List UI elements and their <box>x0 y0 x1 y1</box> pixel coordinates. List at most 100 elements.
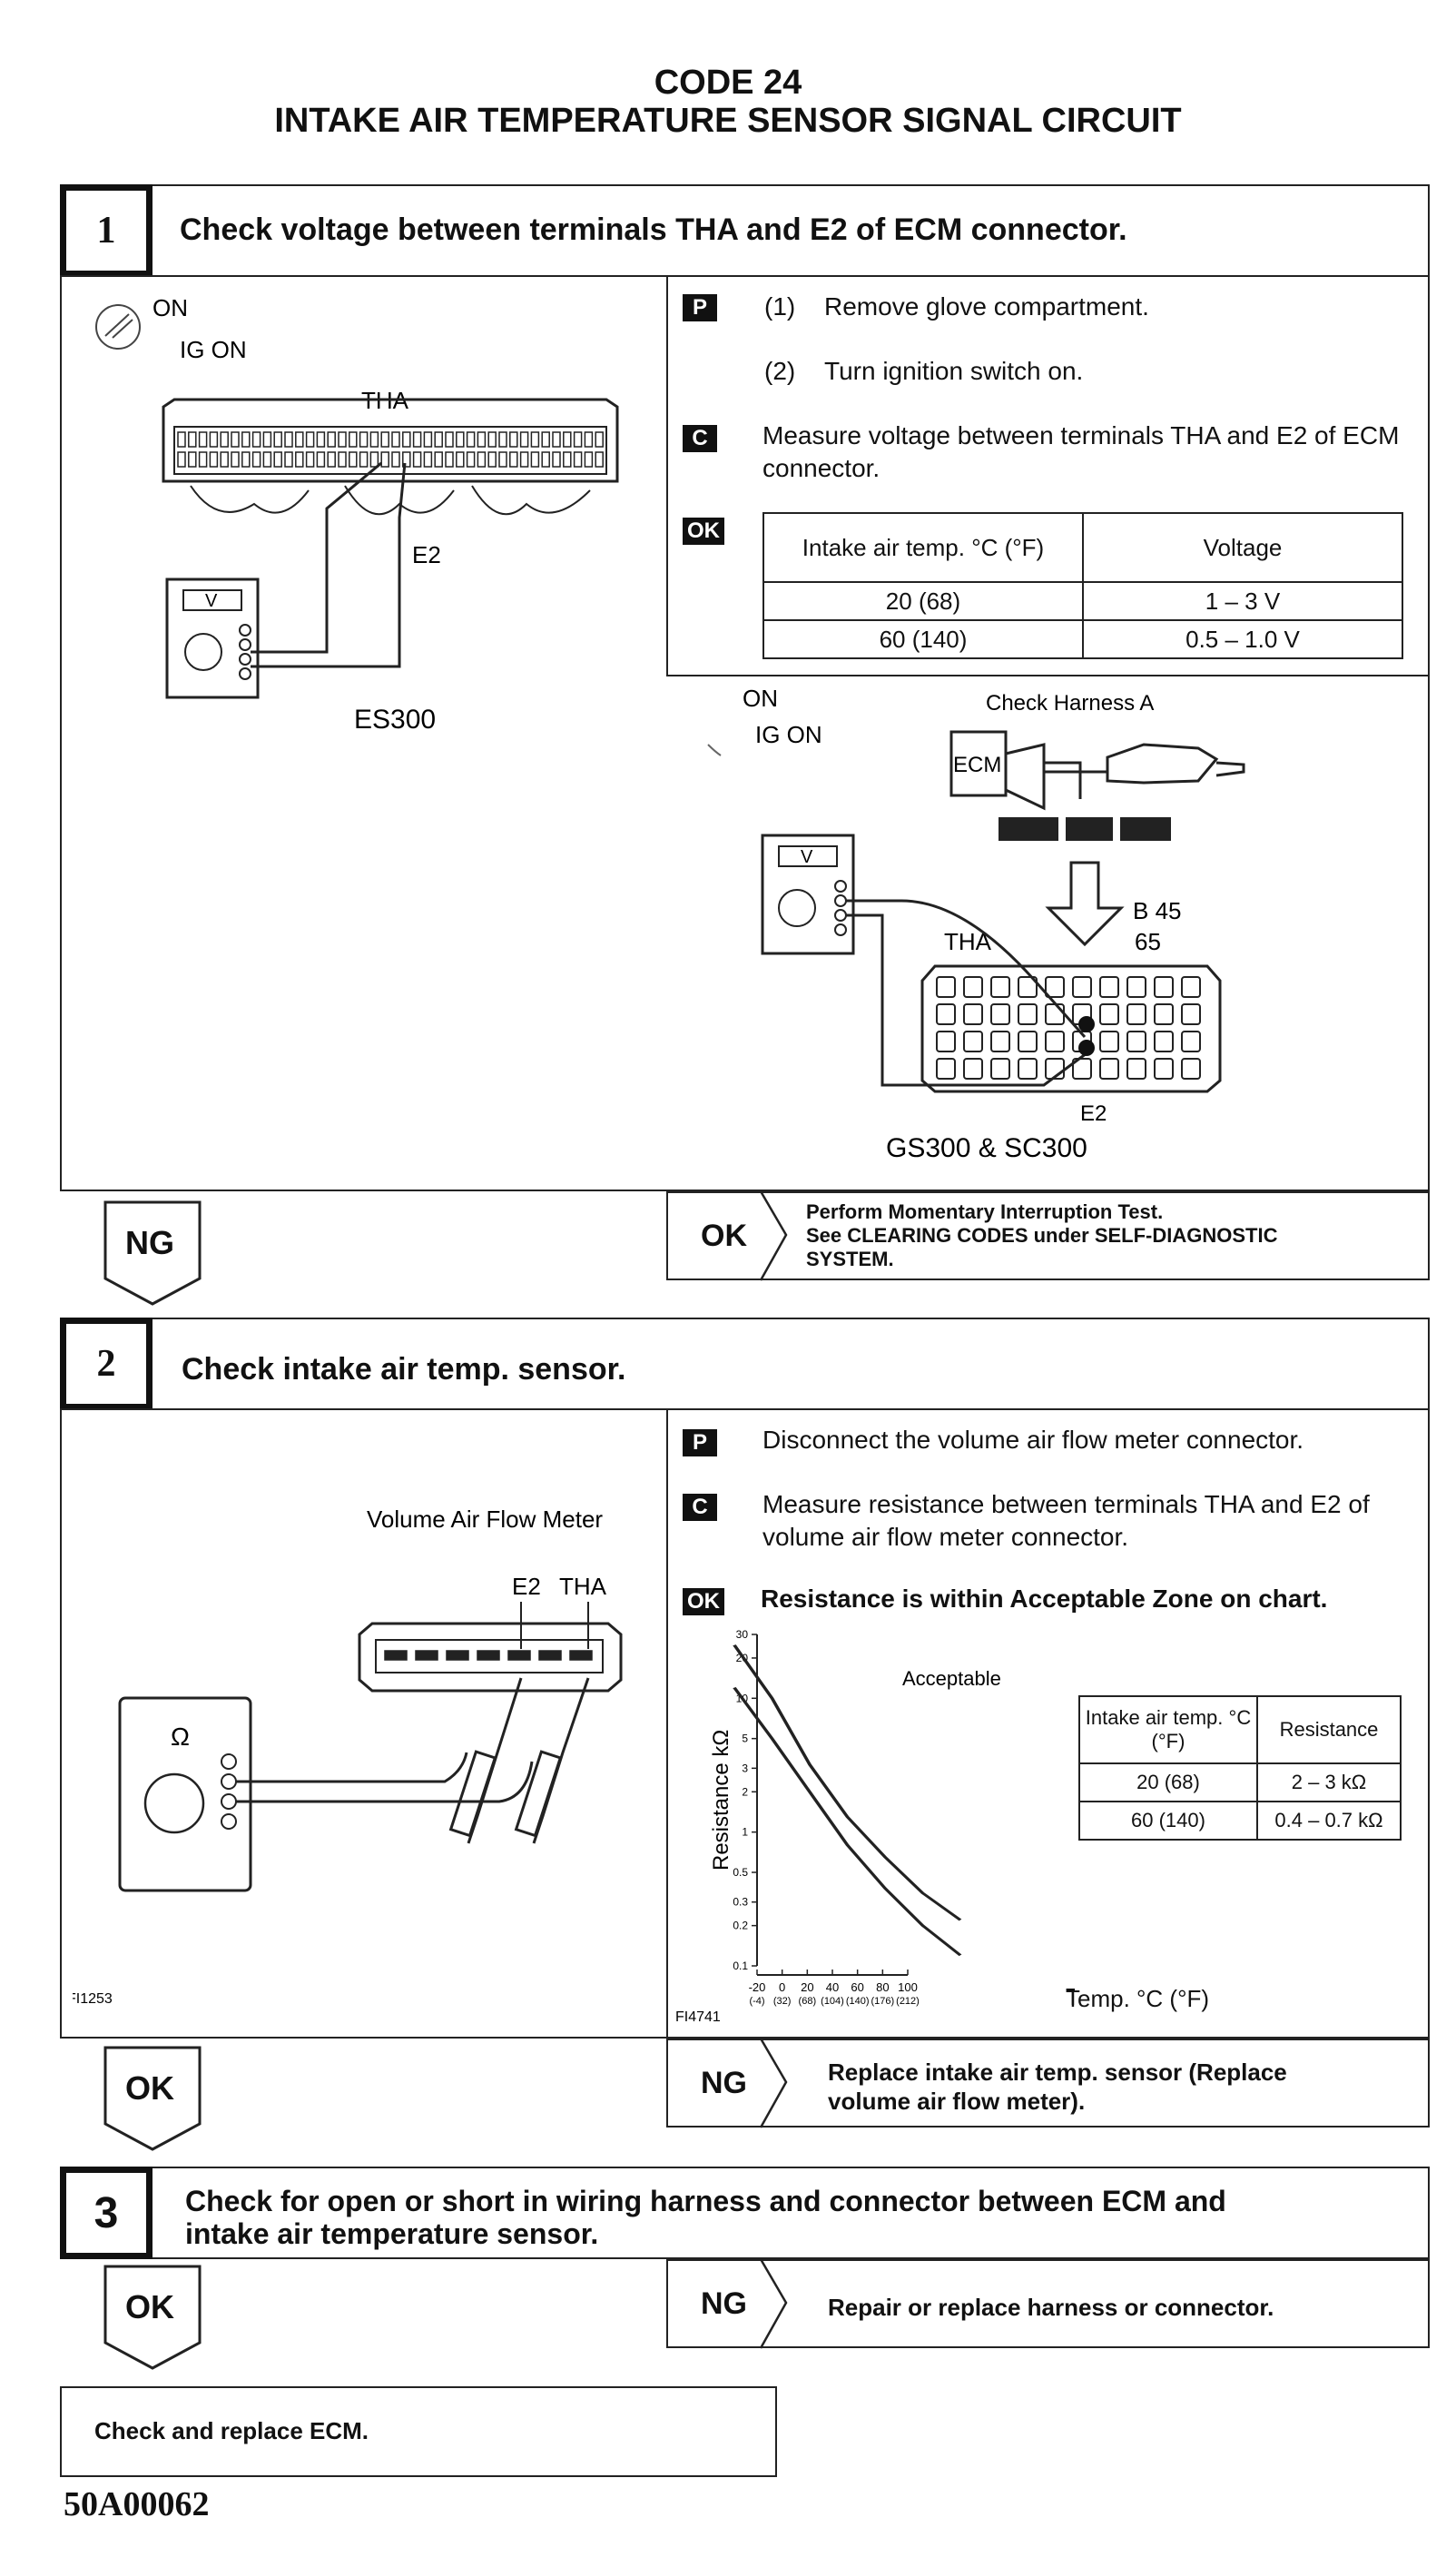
step2-body <box>60 1408 1430 2039</box>
chart-xlabel: Temp. °C (°F) <box>1066 1983 1075 2010</box>
voltage-table-row2-value: 0.5 – 1.0 V <box>1082 619 1403 659</box>
connector-pin <box>445 431 454 448</box>
step1-body <box>60 275 1430 1191</box>
connector-cavity <box>963 976 983 998</box>
connector-cavity <box>1154 976 1174 998</box>
connector-pin <box>231 431 240 448</box>
connector-cavity <box>1181 1031 1201 1052</box>
connector-pin <box>509 451 518 468</box>
connector-pin <box>498 431 507 448</box>
step2-number: 2 <box>60 1318 152 1410</box>
resistance-table-row1-temp: 20 (68) <box>1078 1762 1258 1802</box>
es-e2-label: E2 <box>412 541 441 568</box>
resistance-chart: Resistance kΩ Acceptable Temp. °C (°F) 0… <box>675 1628 1075 2025</box>
connector-pin <box>338 451 347 468</box>
connector-cavity <box>1126 1058 1146 1080</box>
connector-cavity <box>1018 1003 1038 1025</box>
connector-cavity <box>1018 976 1038 998</box>
step1-ok-label: OK <box>701 1219 747 1253</box>
check-harness-label: Check Harness A <box>986 691 1154 716</box>
connector-pin <box>380 451 389 468</box>
connector-pin <box>519 431 529 448</box>
voltage-table-head-voltage: Voltage <box>1082 512 1403 583</box>
connector-cavity <box>1126 1031 1146 1052</box>
connector-cavity <box>936 1031 956 1052</box>
chart-y-tick-label: 0.1 <box>733 1960 748 1972</box>
connector-pin <box>498 451 507 468</box>
step1-p2-text: Turn ignition switch on. <box>824 357 1084 385</box>
fig-right-code: FI4741 <box>675 2009 721 2025</box>
step2-ok-arrow: OK <box>103 2046 202 2151</box>
connector-cavity <box>1045 976 1065 998</box>
chart-y-tick-label: 5 <box>742 1733 748 1745</box>
connector-pin <box>434 451 443 468</box>
connector-pin <box>584 431 594 448</box>
connector-cavity <box>1099 976 1119 998</box>
voltage-table-row1-temp: 20 (68) <box>762 581 1084 621</box>
connector-pin <box>563 431 572 448</box>
connector-pin <box>541 451 550 468</box>
connector-pin <box>402 451 411 468</box>
vafm-pin <box>477 1650 500 1661</box>
chart-ylabel: Resistance kΩ <box>709 1730 733 1871</box>
step1-tag-c: C <box>683 425 717 452</box>
es-meter-v: V <box>205 591 218 611</box>
connector-pin <box>423 451 433 468</box>
connector-pin <box>241 431 251 448</box>
connector-pin <box>477 451 487 468</box>
connector-pin <box>487 431 497 448</box>
connector-pin <box>198 431 208 448</box>
connector-pin <box>595 451 604 468</box>
connector-pin <box>284 431 293 448</box>
chart-y-tick-label: 2 <box>742 1785 748 1798</box>
step1-ng-arrow: NG <box>103 1200 202 1306</box>
vafm-connector <box>358 1622 623 1693</box>
step3-ng-label: NG <box>701 2286 747 2321</box>
connector-cavity <box>936 976 956 998</box>
step1-p1-num: (1) <box>764 292 796 321</box>
ignition-key-icon <box>95 304 141 350</box>
es300-diagram: ON IG ON THA E2 V ES300 <box>95 294 619 735</box>
connector-cavity <box>1154 1058 1174 1080</box>
footer-code: 50A00062 <box>64 2485 210 2523</box>
connector-pin <box>188 431 197 448</box>
step1-c-text: Measure voltage between terminals THA an… <box>762 421 1400 482</box>
step3-ok-label: OK <box>125 2288 174 2325</box>
connector-pin <box>338 431 347 448</box>
connector-pin <box>198 451 208 468</box>
connector-pin <box>391 451 400 468</box>
connector-pin <box>519 451 529 468</box>
chart-x-tick-label-f: (32) <box>773 1996 792 2007</box>
connector-pin <box>487 451 497 468</box>
step2-tag-p: P <box>683 1429 717 1456</box>
vafm-diagram: Volume Air Flow Meter E2 THA Ω FI1253 <box>73 1506 623 2007</box>
connector-pin <box>563 451 572 468</box>
connector-cavity <box>1099 1031 1119 1052</box>
step2-p-text: Disconnect the volume air flow meter con… <box>762 1426 1304 1454</box>
vafm-pin <box>415 1650 438 1661</box>
connector-pin <box>177 451 186 468</box>
connector-pin <box>273 451 282 468</box>
connector-pin <box>188 451 197 468</box>
connector-pin <box>316 451 326 468</box>
step3-ng-result: NG Repair or replace harness or connecto… <box>666 2259 1430 2349</box>
resistance-table-row1-value: 2 – 3 kΩ <box>1256 1762 1402 1802</box>
step3-title-line2: intake air temperature sensor. <box>185 2217 599 2250</box>
voltage-table-head-temp: Intake air temp. °C (°F) <box>762 512 1084 583</box>
gs-65-label: 65 <box>1135 928 1161 955</box>
connector-cavity <box>1099 1058 1119 1080</box>
connector-pin <box>349 431 358 448</box>
step2-tag-c: C <box>683 1494 717 1521</box>
connector-cavity <box>1045 1003 1065 1025</box>
voltage-table-row2-temp: 60 (140) <box>762 619 1084 659</box>
gs-ign-ig-on: IG ON <box>755 721 822 748</box>
final-text: Check and replace ECM. <box>94 2417 369 2444</box>
vafm-pin <box>538 1650 562 1661</box>
connector-cavity <box>936 1003 956 1025</box>
step1-ok-result: OK Perform Momentary Interruption Test. … <box>666 1191 1430 1281</box>
chart-x-tick-label: 80 <box>876 1980 889 1994</box>
connector-pin <box>466 451 476 468</box>
connector-pin <box>284 451 293 468</box>
connector-pin <box>573 451 583 468</box>
gs300-diagram: ON IG ON Check Harness A ECM B 45 65 THA… <box>707 685 1245 1163</box>
